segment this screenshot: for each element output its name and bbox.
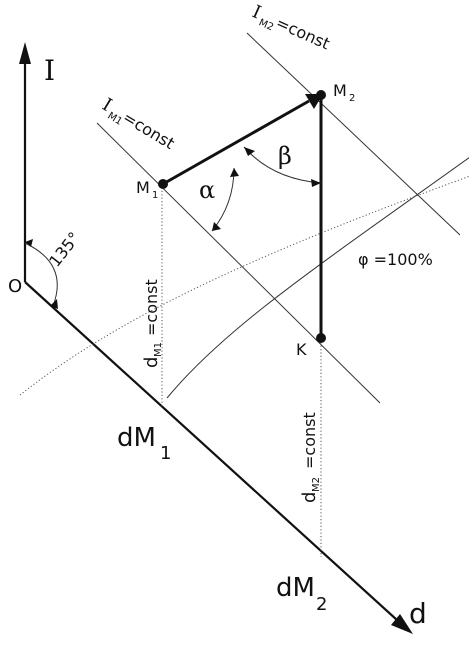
d-m2-const-label-group: d M2 =const xyxy=(299,412,322,503)
d-m1-const-label: d xyxy=(141,357,162,368)
i-m1-const-label-group: I M1 =const xyxy=(98,94,178,154)
dm1-label: dM xyxy=(117,423,156,453)
angle-135-arc xyxy=(24,242,58,307)
dm2-label: dM xyxy=(276,573,315,603)
beta-arc-arrow-icon xyxy=(244,147,255,156)
point-m1-subscript: 1 xyxy=(152,190,158,201)
point-m1-label: M xyxy=(136,178,150,197)
point-m2-label: M xyxy=(333,81,347,100)
d-m2-const-tail: =const xyxy=(300,412,319,469)
origin-label: O xyxy=(8,276,22,297)
phi-curve-label: φ =100% xyxy=(358,250,433,269)
diagonal-axis-label: d xyxy=(409,597,427,630)
angle-135-label: 135° xyxy=(45,228,84,270)
point-m2-subscript: 2 xyxy=(349,93,355,104)
point-m1 xyxy=(158,179,168,189)
beta-label: β xyxy=(278,142,292,170)
alpha-label: α xyxy=(199,176,215,204)
dm1-subscript: 1 xyxy=(160,443,171,464)
phi-100-curve xyxy=(166,157,469,399)
i-m2-const-line xyxy=(246,32,461,236)
m1-m2-vector xyxy=(162,99,310,186)
diagonal-axis xyxy=(24,281,398,621)
vertical-axis-arrow-icon xyxy=(19,42,31,64)
i-m1-const-tail: =const xyxy=(120,108,178,154)
angle-arc-arrow-icon xyxy=(50,299,58,309)
alpha-arc xyxy=(211,167,235,232)
angle-arc-arrow-icon xyxy=(25,239,33,247)
alpha-arc-arrow-icon xyxy=(212,222,221,231)
alpha-arc-arrow-icon xyxy=(230,168,239,177)
i-m2-const-subscript: M2 xyxy=(257,17,275,33)
i-m2-const-label-group: I M2 =const xyxy=(249,1,333,53)
i-m2-const-tail: =const xyxy=(273,13,333,53)
secondary-curve xyxy=(19,175,469,396)
d-m1-const-label-group: d M1 =const xyxy=(141,279,164,368)
d-m2-const-subscript: M2 xyxy=(311,477,322,492)
d-m2-const-label: d xyxy=(299,492,320,503)
beta-arc-arrow-icon xyxy=(311,179,321,187)
point-k xyxy=(316,333,326,343)
point-m2 xyxy=(316,90,326,100)
diagonal-axis-arrow-icon xyxy=(391,614,413,634)
d-m1-const-tail: =const xyxy=(142,279,161,336)
vertical-axis-label: I xyxy=(44,54,55,87)
point-k-label: K xyxy=(296,340,307,359)
d-m1-const-subscript: M1 xyxy=(153,342,164,357)
i-m1-const-line xyxy=(96,122,381,404)
dm2-subscript: 2 xyxy=(316,594,327,615)
